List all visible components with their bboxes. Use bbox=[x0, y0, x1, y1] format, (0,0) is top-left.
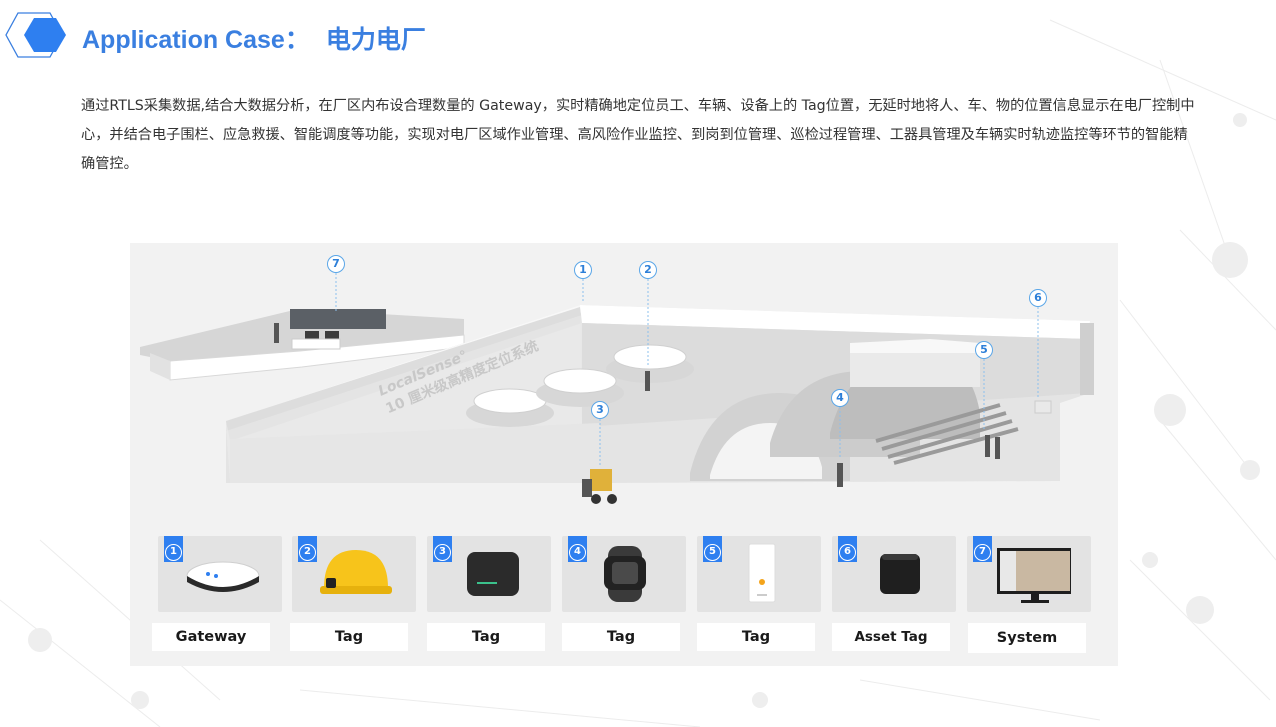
device-label-gateway: Gateway bbox=[152, 623, 270, 651]
gateway-device-icon bbox=[186, 561, 260, 592]
device-label-tag-4: Tag bbox=[562, 623, 680, 651]
device-label-asset-tag: Asset Tag bbox=[832, 623, 950, 651]
control-room-drawing bbox=[140, 309, 465, 381]
turbine-hall-drawing bbox=[690, 339, 980, 481]
device-card-badge-tag: 5 bbox=[697, 536, 821, 612]
page-title-en: Application Case： bbox=[82, 26, 310, 54]
device-number: 2 bbox=[299, 544, 316, 561]
hexagon-icon bbox=[4, 12, 70, 58]
device-card-vehicle-tag: 3 bbox=[427, 536, 551, 612]
device-card-wristband-tag: 4 bbox=[562, 536, 686, 612]
page-header: Application Case： 电力电厂 bbox=[0, 10, 700, 66]
pipes-drawing bbox=[875, 403, 1019, 465]
asset-tag-icon bbox=[880, 554, 920, 594]
monitor-system-icon bbox=[997, 548, 1071, 603]
device-label-tag-2: Tag bbox=[290, 623, 408, 651]
callout-3: 3 bbox=[591, 401, 609, 419]
page-title-zh: 电力电厂 bbox=[325, 26, 426, 54]
forklift-drawing bbox=[582, 469, 617, 504]
scene-illustration bbox=[140, 273, 1094, 504]
callout-4: 4 bbox=[831, 389, 849, 407]
device-card-system: 7 bbox=[967, 536, 1091, 612]
asset-box-drawing bbox=[1034, 400, 1052, 414]
device-number: 6 bbox=[839, 544, 856, 561]
page-title: Application Case： 电力电厂 bbox=[82, 20, 426, 56]
device-card-asset-tag: 6 bbox=[832, 536, 956, 612]
device-number: 5 bbox=[704, 544, 721, 561]
device-number: 4 bbox=[569, 544, 586, 561]
callout-7: 7 bbox=[327, 255, 345, 273]
callout-2: 2 bbox=[639, 261, 657, 279]
device-number: 7 bbox=[974, 544, 991, 561]
callout-6: 6 bbox=[1029, 289, 1047, 307]
callout-1: 1 bbox=[574, 261, 592, 279]
power-plant-scene: LocalSense° 10 厘米级高精度定位系统 1 2 3 4 5 6 7 … bbox=[130, 243, 1118, 666]
device-number: 1 bbox=[165, 544, 182, 561]
device-label-tag-5: Tag bbox=[697, 623, 815, 651]
wristband-tag-icon bbox=[604, 546, 646, 602]
vehicle-tag-icon bbox=[467, 552, 519, 596]
device-card-helmet-tag: 2 bbox=[292, 536, 416, 612]
helmet-tag-icon bbox=[320, 550, 392, 594]
workers-drawing bbox=[645, 371, 1000, 487]
device-number: 3 bbox=[434, 544, 451, 561]
callout-5: 5 bbox=[975, 341, 993, 359]
device-label-tag-3: Tag bbox=[427, 623, 545, 651]
dome-equipment-drawing bbox=[466, 344, 694, 427]
intro-paragraph: 通过RTLS采集数据,结合大数据分析，在厂区内布设合理数量的 Gateway，实… bbox=[81, 98, 1195, 172]
device-card-gateway: 1 bbox=[158, 536, 282, 612]
badge-card-tag-icon bbox=[748, 543, 776, 603]
device-label-system: System bbox=[968, 623, 1086, 653]
